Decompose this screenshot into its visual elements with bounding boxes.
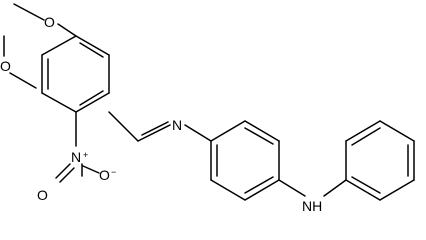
bond-ring2-a — [210, 120, 246, 142]
bond-ring3-c — [379, 120, 415, 142]
bond-layer — [3, 3, 415, 201]
bond-nitro-o-right — [82, 165, 100, 174]
bond-ring3-f — [345, 179, 381, 201]
bond-ring1-f — [41, 35, 77, 56]
atom-n-nitro: N — [71, 149, 81, 165]
bond-o-top-ring — [57, 23, 77, 37]
bond-ring2-d-inner — [244, 176, 274, 194]
bond-ring1-c-inner — [79, 90, 104, 106]
structure-diagram: O O N + O − O N NH — [0, 3, 415, 214]
bond-methyl-top — [13, 3, 45, 21]
atom-o-methoxy-top: O — [44, 14, 55, 30]
bond-ring2-b-inner — [244, 127, 274, 145]
bond-ch-n-double — [141, 121, 169, 136]
bond-n-ring2 — [184, 124, 212, 142]
nitro-n-plus-charge: + — [83, 150, 88, 160]
bond-nitro-o-left-double — [55, 163, 71, 179]
bond-ring3-e — [379, 179, 415, 201]
bond-ring2-d — [244, 179, 280, 201]
bond-ring3-b-inner — [351, 127, 381, 146]
atom-labels: O O N + O − O N NH — [0, 14, 322, 214]
nitro-o-minus-charge: − — [111, 167, 116, 177]
bond-ring1-d — [41, 92, 77, 113]
atom-o-methoxy-left: O — [0, 58, 11, 74]
bond-ring3-b — [345, 120, 381, 142]
bond-ring2-nh — [278, 179, 306, 197]
bond-ring1-c — [75, 92, 110, 113]
atom-nh-amine: NH — [302, 198, 322, 214]
bond-ring1-a-inner — [79, 42, 104, 58]
bond-ring1-a — [75, 35, 110, 56]
bond-nh-ring3 — [323, 179, 347, 197]
bond-ring2-b — [244, 120, 280, 142]
bond-ring3-f-inner — [351, 176, 381, 194]
atom-n-imine: N — [172, 117, 182, 133]
bond-ch-n — [137, 124, 171, 142]
bond-nitro-o-left — [59, 167, 75, 183]
atom-o-nitro: O — [37, 187, 48, 203]
bond-ring2-e — [210, 179, 246, 201]
bond-o-left-ring — [9, 72, 37, 89]
atom-o-nitro-anion: O — [99, 167, 110, 183]
bond-ring-ch — [108, 111, 139, 142]
